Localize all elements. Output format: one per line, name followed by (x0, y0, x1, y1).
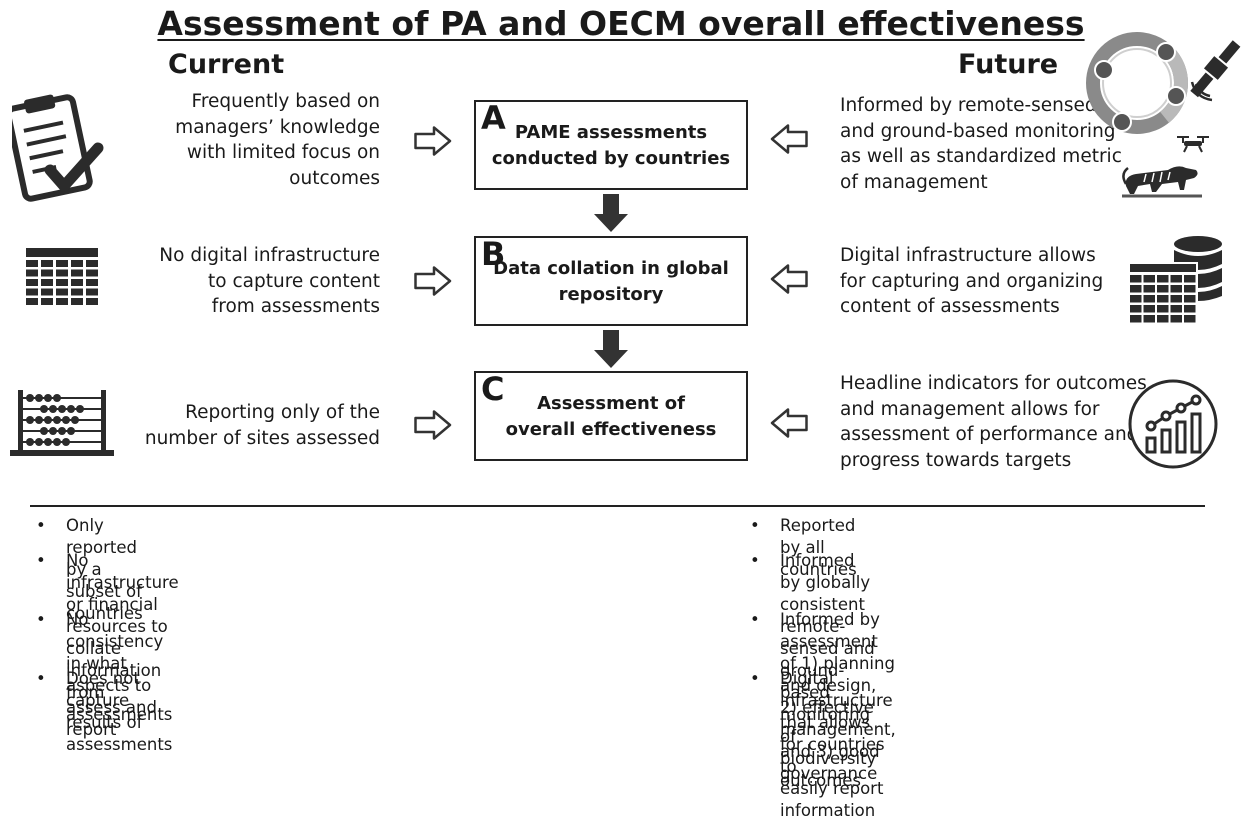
box-a-text: PAME assessments conducted by countries (491, 122, 731, 169)
future-description-a: Informed by remote-sensed and ground-bas… (840, 95, 1122, 193)
current-description-c: Reporting only of the number of sites as… (144, 402, 380, 449)
box-c-overall-effectiveness: C Assessment of overall effectiveness (474, 370, 748, 461)
future-bullet-list: • Reported by all countries • Informed b… (750, 516, 896, 820)
current-heading: Current (168, 49, 285, 80)
arrow-left-c (770, 408, 808, 438)
governance-cycle-icon (1084, 30, 1190, 136)
box-a-letter: A (481, 99, 506, 137)
arrow-right-b (414, 266, 452, 296)
abacus-icon (10, 388, 114, 458)
current-bullet-list: • Only reported by a subset of countries… (36, 516, 179, 754)
box-b-data-collation: B Data collation in global repository (474, 235, 748, 326)
table-grid-icon (26, 248, 98, 306)
box-b-text: Data collation in global repository (493, 258, 729, 305)
down-arrow-b-to-c (594, 330, 628, 368)
page-title: Assessment of PA and OECM overall effect… (157, 4, 1085, 43)
growth-chart-icon (1127, 378, 1219, 470)
future-heading: Future (958, 49, 1059, 80)
box-c-text: Assessment of overall effectiveness (505, 393, 717, 440)
arrow-left-a (770, 124, 808, 154)
arrow-right-a (414, 126, 452, 156)
arrow-right-c (414, 410, 452, 440)
tiger-icon (1122, 160, 1202, 200)
drone-icon (1176, 134, 1210, 154)
down-arrow-a-to-b (594, 194, 628, 232)
box-c-letter: C (481, 370, 505, 408)
current-description-b: No digital infrastructure to capture con… (159, 245, 380, 317)
box-a-pame-assessments: A PAME assessments conducted by countrie… (474, 99, 748, 190)
box-b-letter: B (481, 235, 506, 273)
satellite-icon (1190, 38, 1242, 102)
clipboard-check-icon (12, 92, 104, 204)
future-description-c: Headline indicators for outcomes and man… (840, 373, 1147, 471)
current-description-a: Frequently based on managers’ knowledge … (175, 91, 380, 189)
arrow-left-b (770, 264, 808, 294)
future-description-b: Digital infrastructure allows for captur… (840, 245, 1104, 317)
section-divider (30, 505, 1205, 507)
database-table-icon (1128, 234, 1224, 328)
